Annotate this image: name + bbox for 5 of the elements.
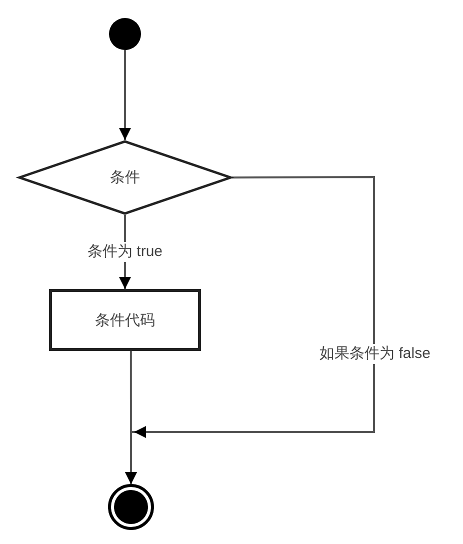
decision-diamond: 条件 — [18, 140, 232, 215]
end-circle — [108, 484, 154, 530]
start-circle — [109, 18, 141, 50]
process-box: 条件代码 — [49, 289, 201, 351]
arrow — [119, 50, 131, 140]
